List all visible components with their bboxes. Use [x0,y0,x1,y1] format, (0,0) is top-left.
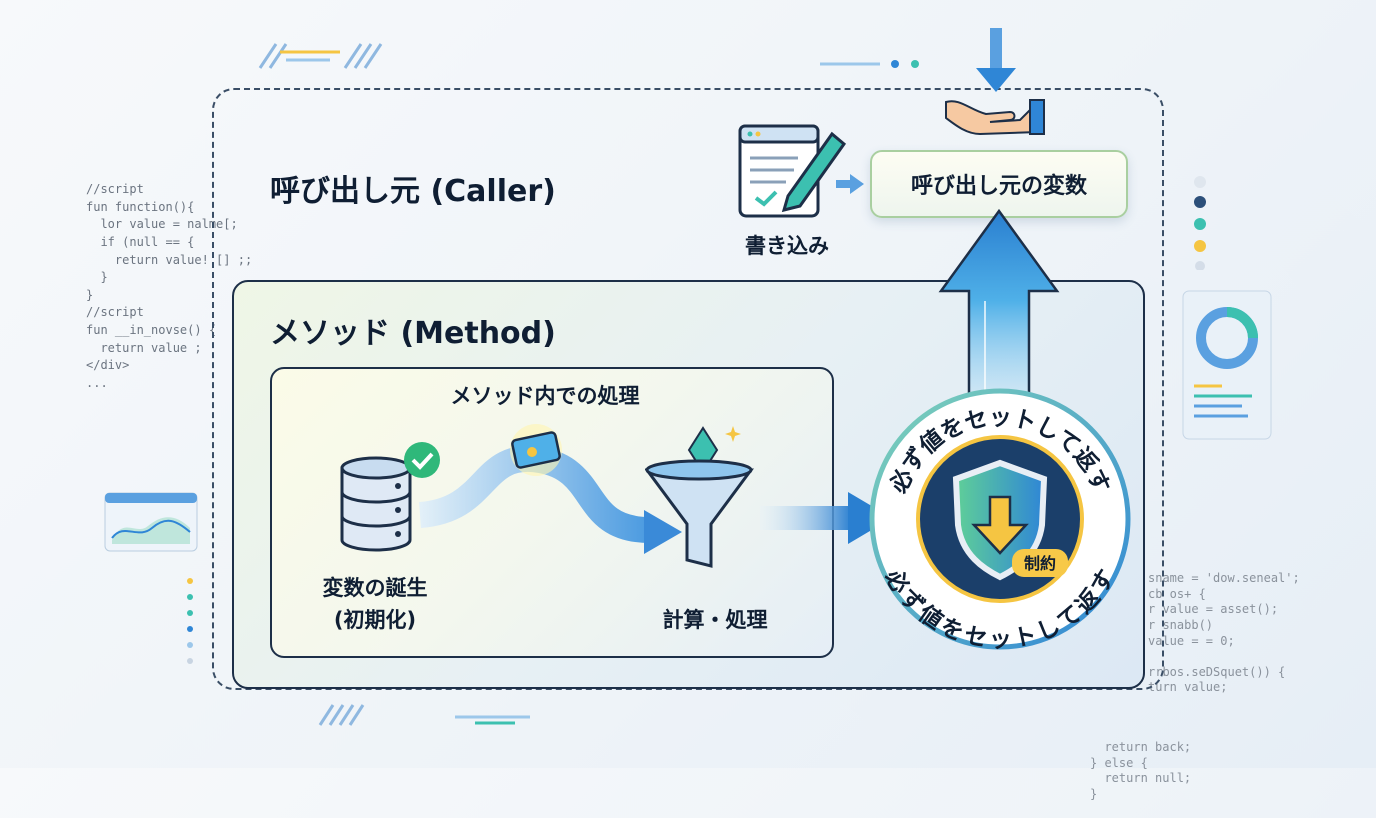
birth-label: 変数の誕生 [322,576,428,600]
database-icon [340,442,440,552]
constraint-badge: 必ず値をセットして返す 必ず値をセットして返す 制約 [869,388,1131,653]
code-line: cb os+ { [1148,586,1206,601]
caller-title: 呼び出し元 (Caller) [270,174,556,209]
inner-title: メソッド内での処理 [450,384,640,408]
code-snippet-bottom: return back;} else { return null;} [1090,709,1191,818]
decorative-dots [820,60,919,68]
decorative-dot-column-left [187,578,193,664]
data-card-icon [510,424,562,476]
dashboard-card-icon [1182,290,1272,440]
code-line: turn value; [1148,680,1228,695]
chart-card-icon [104,492,198,552]
code-line: } [86,287,94,302]
caller-variable-box: 呼び出し元の変数 [870,150,1128,218]
funnel-icon [645,426,754,568]
code-line: lor value = nalme[; [86,217,238,232]
code-line: } else { [1090,755,1148,770]
code-line: return back; [1090,740,1192,755]
write-icon [738,124,847,218]
process-label: 計算・処理 [662,608,768,632]
code-line: fun function(){ [86,199,195,214]
birth-sublabel: (初期化) [333,608,417,632]
code-line: r snabb() [1148,617,1214,632]
code-line: return value ; [86,340,202,355]
code-line: } [86,270,108,285]
receive-hand-icon [945,28,1045,136]
code-line: return null; [1090,771,1192,786]
code-snippet-left: //script fun function(){ lor value = nalm… [86,146,252,410]
code-line: } [1090,786,1098,801]
code-line: if (null == { [86,234,195,249]
code-line: return value! [] ;; [86,252,253,267]
code-line: rrbos.seDSquet()) { [1148,664,1286,679]
code-line: </div> [86,358,130,373]
constraint-tag: 制約 [1024,554,1056,573]
decorative-stripes [258,43,383,69]
code-line [1148,649,1300,665]
write-label: 書き込み [745,234,829,258]
decorative-dot-column [1194,176,1206,270]
code-line: value = = 0; [1148,633,1235,648]
arrow-right-icon [836,174,864,194]
code-line: sname = 'dow.seneal'; [1148,571,1300,586]
method-title: メソッド (Method) [270,316,556,351]
caller-region [212,88,1164,690]
code-snippet-right: sname = 'dow.seneal';cb os+ {r value = a… [1148,540,1300,712]
code-line: ... [86,375,108,390]
code-line: //script [86,305,144,320]
decorative-stripes-bottom [318,704,530,726]
code-line: //script [86,182,144,197]
code-line: r value = asset(); [1148,602,1279,617]
